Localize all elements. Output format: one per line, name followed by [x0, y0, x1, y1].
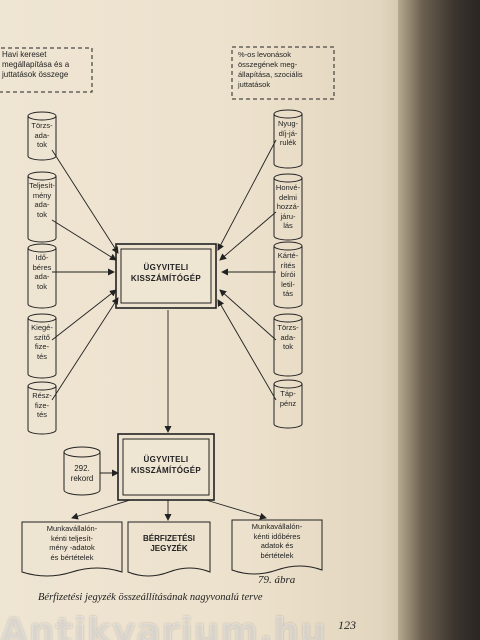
left-input-label-4: Rész- fize- tés [32, 391, 52, 419]
left-input-label-2: Idő- béres ada- tok [32, 253, 52, 291]
right-note-text: %-os levonások összegének meg- állapítás… [238, 50, 303, 89]
computer-main-outer [115, 243, 217, 309]
left-input-label-3: Kiegé- szítő fize- tés [31, 323, 53, 361]
left-input-cylinder-0-body [27, 116, 57, 161]
right-input-cylinder-3-body [273, 318, 303, 377]
arrow-kiegeszito [51, 289, 117, 341]
figure-number: 79. ábra [258, 574, 296, 586]
arrow-nyugdij [217, 139, 277, 251]
arrow-teljesitmeny [51, 219, 117, 261]
output-left-label: Munkavállalón- kénti teljesít- mény -ada… [46, 524, 98, 562]
left-input-cylinder-3-body [27, 318, 57, 379]
right-input-cylinder-0-body [273, 114, 303, 169]
right-input-label-2: Kárté- rítés bírói letil- tás [277, 251, 299, 298]
computer-second-outer [117, 433, 215, 501]
computer-second-inner [122, 438, 210, 496]
arrow-reszfizetes [51, 297, 119, 401]
arrow-tappenz [217, 299, 277, 401]
left-input-cylinder-2-body [27, 248, 57, 309]
right-input-label-0: Nyug- díj-já- rulék [277, 119, 298, 147]
output-doc-mid [127, 521, 211, 577]
left-note-box [0, 47, 93, 93]
left-input-cylinder-4-body [27, 386, 57, 435]
left-input-label-1: Teljesít- mény ada- tok [29, 181, 55, 219]
right-input-label-1: Honvé- delmi hozzá- járu- lás [275, 183, 301, 230]
right-input-label-4: Táp- pénz [279, 389, 297, 408]
record-cylinder [63, 446, 101, 496]
output-mid-label: BÉRFIZETÉSI JEGYZÉK [142, 534, 195, 553]
right-input-cylinder-2-body [273, 246, 303, 309]
right-input-cylinder-2-top [273, 241, 303, 251]
computer-main-label: ÜGYVITELI KISSZÁMÍTÓGÉP [130, 263, 202, 283]
right-input-cylinder-0-top [273, 109, 303, 119]
left-input-label-0: Törzs- ada- tok [31, 121, 53, 149]
book-spine-shadow [398, 0, 480, 640]
right-input-cylinder-1-top [273, 173, 303, 183]
right-note-box [231, 46, 335, 100]
left-input-cylinder-2-top [27, 243, 57, 253]
output-doc-right [231, 519, 323, 575]
output-right-label: Munkavállalón- kénti időbéres adatok és … [251, 522, 303, 560]
figure-caption: Bérfizetési jegyzék összeállításának nag… [38, 592, 263, 603]
book-page [0, 0, 412, 640]
left-input-cylinder-0-top [27, 111, 57, 121]
watermark: Antikvarium.hu [0, 612, 327, 640]
computer-second-label: ÜGYVITELI KISSZÁMÍTÓGÉP [130, 455, 202, 475]
left-note-text: Havi kereset megállapítása és a juttatás… [2, 50, 70, 79]
right-input-cylinder-4-top [273, 379, 303, 389]
right-input-cylinder-1-body [273, 178, 303, 241]
right-input-cylinder-3-top [273, 313, 303, 323]
right-input-cylinder-4-body [273, 384, 303, 429]
computer-main-inner [120, 248, 212, 304]
arrow-torzsadatok-right [219, 289, 277, 341]
record-label: 292. rekord [70, 464, 94, 483]
arrow-honvedelmi [219, 211, 277, 261]
arrow-to-output-left [71, 499, 131, 520]
left-input-cylinder-4-top [27, 381, 57, 391]
right-input-label-3: Törzs- ada- tok [277, 323, 299, 351]
output-doc-left [21, 521, 123, 577]
arrow-torzsadatok-left [51, 149, 119, 254]
left-input-cylinder-1-body [27, 176, 57, 243]
left-input-cylinder-3-top [27, 313, 57, 323]
left-input-cylinder-1-top [27, 171, 57, 181]
arrow-to-output-right [205, 499, 267, 520]
page-number: 123 [338, 618, 356, 632]
